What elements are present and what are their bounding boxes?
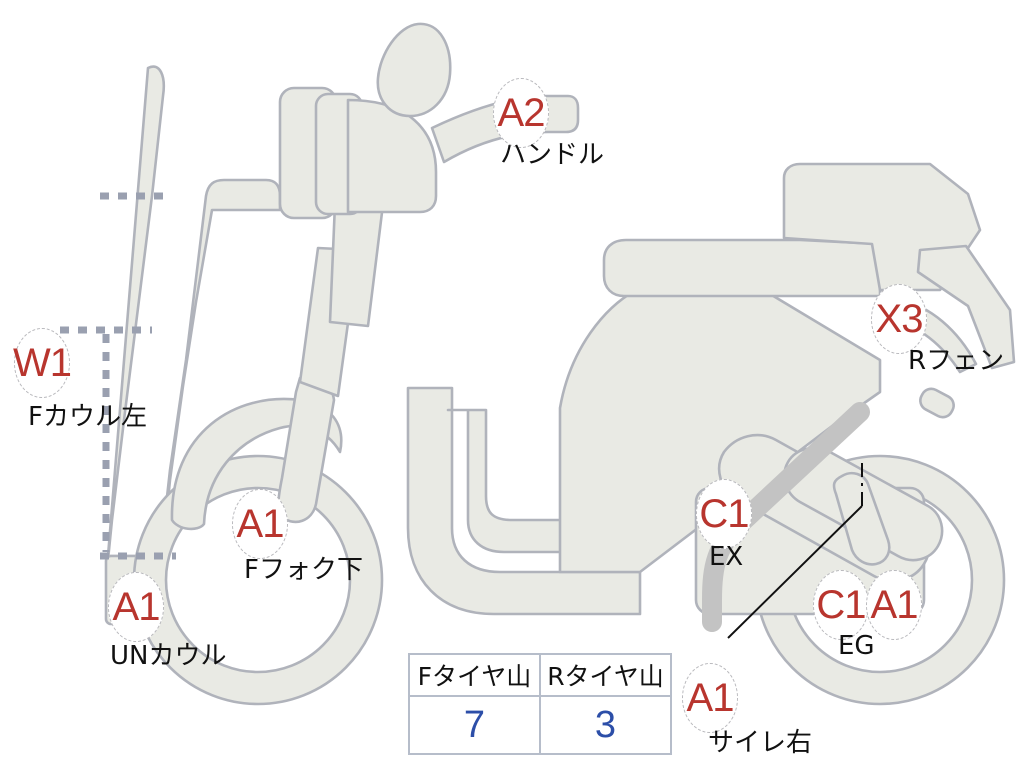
callout-code: A1 <box>236 502 285 546</box>
seat-main <box>602 238 882 298</box>
callout-a2[interactable]: A2 <box>493 78 549 148</box>
muffler-tip <box>919 387 955 419</box>
callout-label-under-cowl: UNカウル <box>110 641 227 671</box>
callout-x3[interactable]: X3 <box>871 284 927 354</box>
callout-ex[interactable]: C1 <box>696 479 752 549</box>
rear-fender <box>916 244 1016 370</box>
callout-label-a2: ハンドル <box>500 140 605 170</box>
rear-shock <box>832 471 891 566</box>
callout-eg-c1[interactable]: C1 <box>813 570 869 640</box>
rear-tire-header: Rタイヤ山 <box>539 653 672 697</box>
callout-label-x3: Rフェン <box>908 346 1005 376</box>
callout-label-f-fork-lower: Fフォク下 <box>244 555 363 585</box>
callout-code: A2 <box>497 91 546 135</box>
callout-code: A1 <box>686 676 735 720</box>
callout-label-silencer-right: サイレ右 <box>708 728 813 758</box>
table-value-row: 7 3 <box>408 695 672 755</box>
headlight-lens-housing <box>346 98 438 214</box>
mirror-head <box>376 22 452 118</box>
front-tire-header: Fタイヤ山 <box>408 653 541 697</box>
callout-under-cowl[interactable]: A1 <box>108 572 164 642</box>
callout-label-eg: EG <box>838 631 875 661</box>
tire-tread-table: Fタイヤ山 Rタイヤ山 7 3 <box>408 653 672 755</box>
callout-w1[interactable]: W1 <box>13 328 72 398</box>
callout-code: C1 <box>699 492 749 536</box>
leader-eg-diagonal <box>727 505 863 639</box>
measurement-guides <box>60 192 176 560</box>
floorboard-outer <box>406 386 642 616</box>
callout-code: C1 <box>816 583 866 627</box>
callout-silencer-right[interactable]: A1 <box>682 663 738 733</box>
front-tire-inner <box>164 486 352 674</box>
callout-eg-a1[interactable]: A1 <box>866 570 922 640</box>
callout-code: X3 <box>875 297 924 341</box>
leader-lines <box>727 462 863 639</box>
front-tire-value: 7 <box>408 695 541 755</box>
table-header-row: Fタイヤ山 Rタイヤ山 <box>408 653 672 697</box>
front-fender <box>170 397 343 531</box>
center-body-cover <box>558 286 882 574</box>
callout-code: A1 <box>112 585 161 629</box>
callout-code: A1 <box>870 583 919 627</box>
callout-label-ex: EX <box>709 542 744 572</box>
callout-f-fork-lower[interactable]: A1 <box>232 489 288 559</box>
callout-code: W1 <box>13 341 72 385</box>
rear-tire-value: 3 <box>539 695 672 755</box>
callout-label-w1: Fカウル左 <box>28 402 147 432</box>
